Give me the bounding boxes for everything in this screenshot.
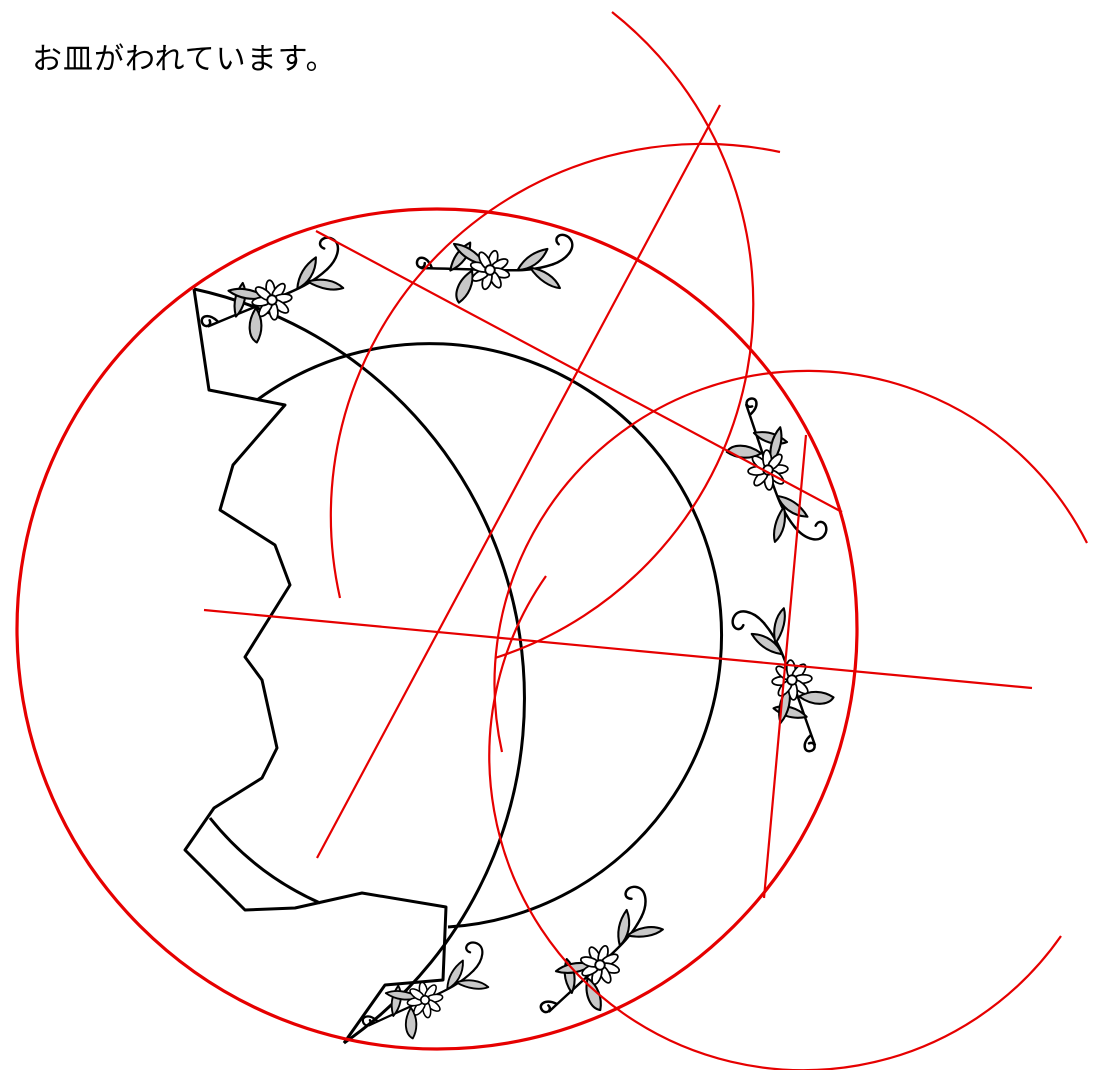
perpendicular-bisector-1 [316,104,721,859]
plate-broken-edge [183,288,448,1044]
chord-1 [315,230,843,513]
plate-fragment [183,287,723,1045]
perpendicular-bisector-2 [203,608,1033,690]
compass-arc-4 [488,575,1062,1070]
chord-2 [762,434,808,899]
plate-inner-rim-lower [208,817,321,905]
reconstruction [15,11,1088,1070]
flower-vine-decoration-2 [408,196,576,330]
plate-inner-rim [256,342,723,929]
flower-vine-decoration-3 [721,392,829,547]
reconstructed-circle [15,207,859,1051]
compass-arc-1 [494,11,755,660]
flower-vine-decoration-5 [351,939,497,1048]
flower-vine-decoration-4 [730,602,840,759]
compass-arc-2 [329,142,781,599]
compass-arc-3 [493,369,1088,753]
plate-outer-rim [193,287,526,1045]
problem-caption: お皿がわれています。 [32,42,337,77]
